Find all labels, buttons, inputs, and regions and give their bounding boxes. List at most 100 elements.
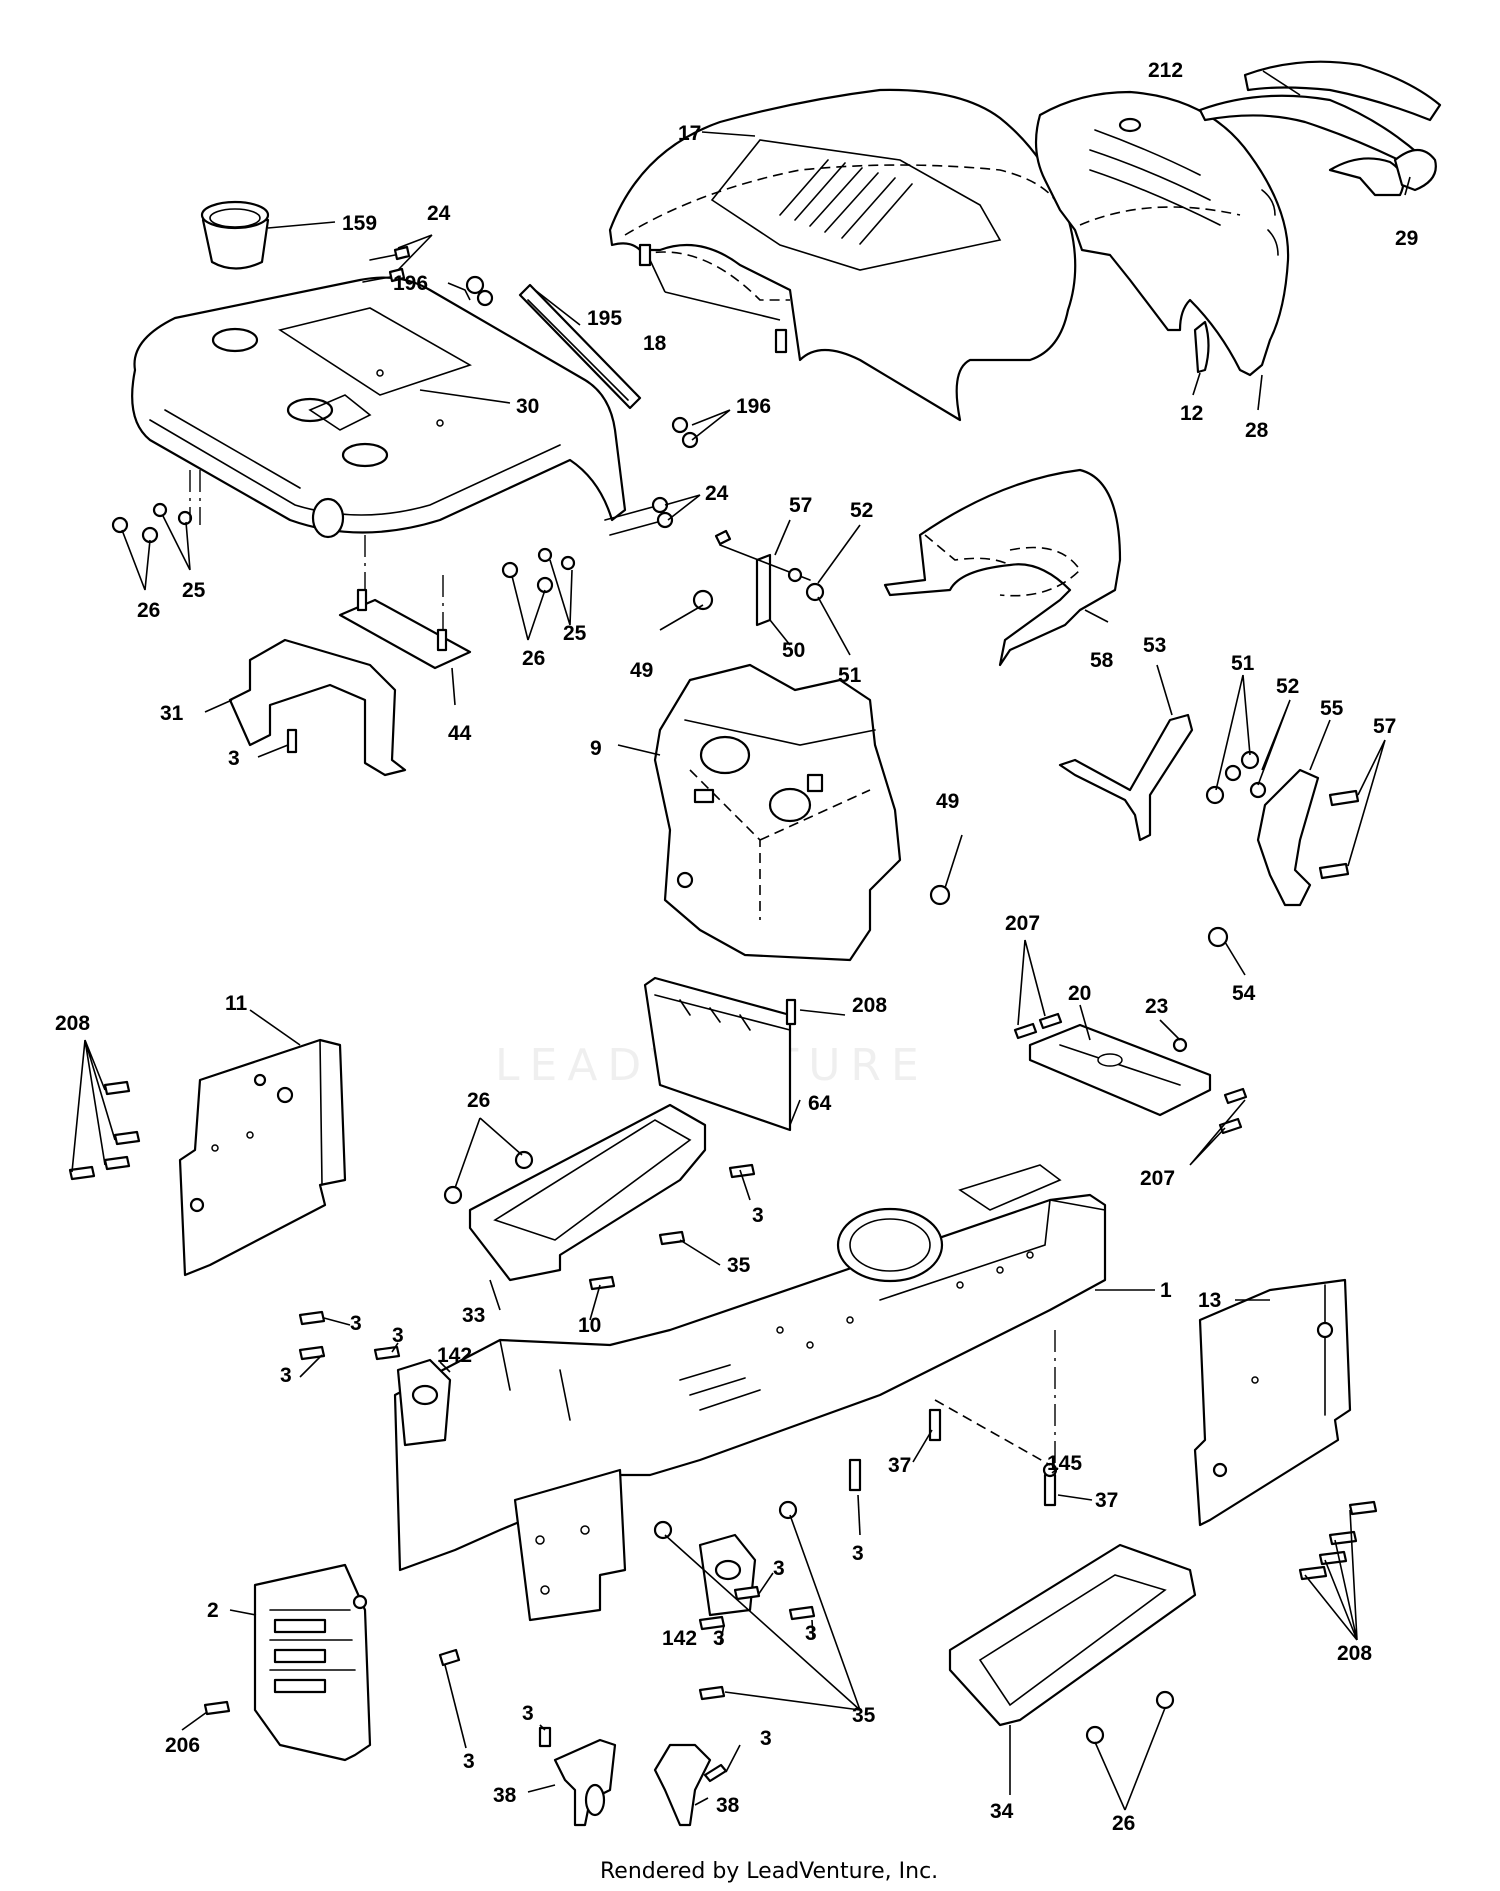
cup-holder-part: [200, 200, 270, 270]
callout-51-top: 51: [838, 664, 862, 687]
callout-207-bottom: 207: [1140, 1167, 1175, 1190]
callout-3-38left: 3: [522, 1702, 534, 1725]
dash-panel-part: [653, 663, 902, 962]
callout-37-right: 37: [1095, 1489, 1118, 1512]
callout-26-bottom: 26: [1112, 1812, 1135, 1835]
callout-3-footrest: 3: [752, 1204, 764, 1227]
callout-207-top: 207: [1005, 912, 1040, 935]
grille-part: [1034, 90, 1290, 377]
pan-58-part: [883, 468, 1122, 667]
callout-57-right: 57: [1373, 715, 1396, 738]
callout-3-bracket31: 3: [228, 747, 240, 770]
bracket-38-left-part: [538, 1726, 617, 1827]
callout-3-e: 3: [713, 1627, 725, 1650]
callout-195: 195: [587, 307, 622, 330]
callout-10: 10: [578, 1314, 601, 1337]
callout-3-f: 3: [805, 1622, 817, 1645]
latch-part: [1193, 320, 1210, 374]
strap-50-part: [692, 529, 825, 627]
callout-35-bottom: 35: [852, 1704, 876, 1727]
callout-145: 145: [1047, 1452, 1082, 1475]
footrest-left-part: [443, 1103, 756, 1291]
callout-53: 53: [1143, 634, 1166, 657]
callout-26-left: 26: [137, 599, 160, 622]
callout-3-c: 3: [280, 1364, 292, 1387]
bolt-54-part: [1207, 926, 1229, 948]
callout-52-top: 52: [850, 499, 873, 522]
callout-28: 28: [1245, 419, 1269, 442]
callout-3-bracket2: 3: [463, 1750, 475, 1773]
callout-55: 55: [1320, 697, 1344, 720]
callout-13: 13: [1198, 1289, 1221, 1312]
bracket-31-part: [228, 638, 407, 777]
callout-57-top: 57: [789, 494, 812, 517]
callout-25-left: 25: [182, 579, 206, 602]
callout-33: 33: [462, 1304, 485, 1327]
fasteners-25-26-left: [111, 470, 201, 544]
footrest-right-part: [948, 1543, 1197, 1745]
support-20-part: [1013, 1012, 1248, 1135]
callout-2: 2: [207, 1599, 219, 1622]
callout-9: 9: [590, 737, 602, 760]
callout-49-top: 49: [630, 659, 653, 682]
bracket-38-right-part: [653, 1743, 728, 1827]
screw-3-part: [286, 728, 298, 754]
callout-51-right: 51: [1231, 652, 1255, 675]
callout-34: 34: [990, 1800, 1014, 1823]
headlight-lens-part: [1198, 60, 1442, 197]
bolt-35-part: [653, 1500, 798, 1701]
callout-38-right: 38: [716, 1794, 740, 1817]
bracket-142-lower-part: [698, 1533, 816, 1631]
plate-44-part: [338, 535, 472, 670]
panel-64-part: [643, 976, 797, 1132]
callout-29: 29: [1395, 227, 1418, 250]
callout-20: 20: [1068, 982, 1091, 1005]
fender-part: [131, 276, 627, 539]
bolt-49-part: [929, 884, 951, 906]
callout-44: 44: [448, 722, 472, 745]
callout-25-mid: 25: [563, 622, 587, 645]
leader-lines: [71, 70, 1411, 1811]
callout-3-frame: 3: [852, 1542, 864, 1565]
footer-credit: Rendered by LeadVenture, Inc.: [600, 1859, 938, 1884]
callout-24-right: 24: [705, 482, 729, 505]
hood-part: [608, 88, 1077, 422]
callout-159: 159: [342, 212, 377, 235]
callout-37-left: 37: [888, 1454, 911, 1477]
callout-50: 50: [782, 639, 805, 662]
callout-11: 11: [225, 992, 248, 1015]
callout-208-panel64: 208: [852, 994, 887, 1017]
callout-31: 31: [160, 702, 184, 725]
callout-64: 64: [808, 1092, 832, 1115]
callout-52-right: 52: [1276, 675, 1299, 698]
callout-206: 206: [165, 1734, 200, 1757]
bolt-37-spacer-145-part: [928, 1330, 1058, 1507]
callout-26-footrest: 26: [467, 1089, 490, 1112]
callout-26-mid: 26: [522, 647, 545, 670]
callout-3-b: 3: [392, 1324, 404, 1347]
callout-196-right: 196: [736, 395, 771, 418]
callout-208-left: 208: [55, 1012, 90, 1035]
callout-30: 30: [516, 395, 539, 418]
side-plate-left-part: [68, 1038, 347, 1277]
fasteners-25-26-right: [501, 547, 576, 594]
bracket-front-part: [203, 1563, 461, 1762]
callout-17: 17: [678, 122, 701, 145]
frame-part: [393, 1164, 1107, 1622]
bracket-142-upper-part: [298, 1310, 452, 1447]
callout-212: 212: [1148, 59, 1183, 82]
callout-58: 58: [1090, 649, 1114, 672]
callout-38-left: 38: [493, 1784, 517, 1807]
callout-208-right: 208: [1337, 1642, 1372, 1665]
callout-24-top: 24: [427, 202, 451, 225]
side-plate-right-part: [1193, 1278, 1378, 1581]
callout-23: 23: [1145, 995, 1168, 1018]
bolt-3-frame-part: [848, 1458, 862, 1492]
callout-35-top: 35: [727, 1254, 751, 1277]
callout-49-right: 49: [936, 790, 959, 813]
callout-1: 1: [1160, 1279, 1172, 1302]
callout-196-left: 196: [393, 272, 428, 295]
bracket-53-part: [1058, 713, 1194, 842]
callout-142-top: 142: [437, 1344, 472, 1367]
